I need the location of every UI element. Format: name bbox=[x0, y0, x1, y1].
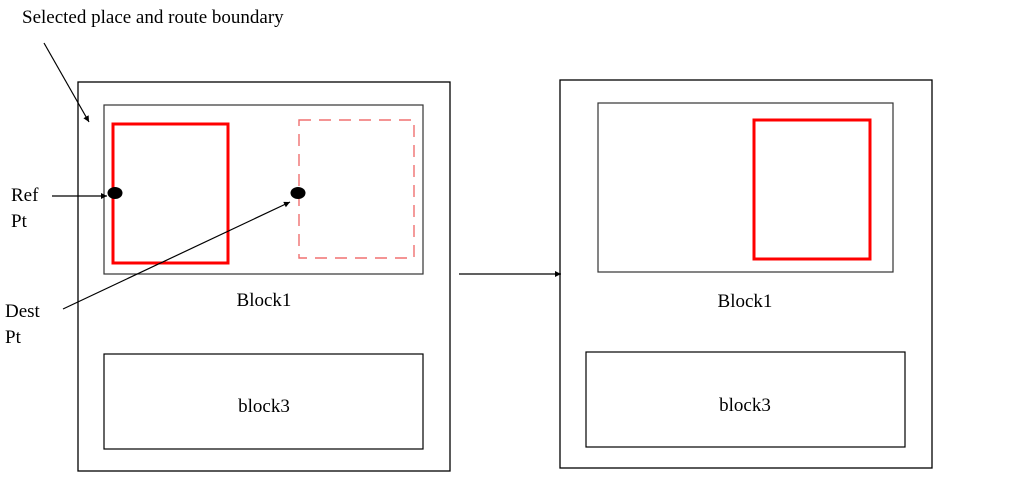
ref-pt-label-line2: Pt bbox=[11, 211, 28, 232]
block1-box-after[interactable] bbox=[597, 102, 894, 273]
block3-box-after[interactable] bbox=[585, 351, 906, 448]
place-route-boundary bbox=[77, 81, 451, 472]
after-panel: Block1 block3 bbox=[559, 79, 933, 469]
dest-point-dot[interactable] bbox=[290, 187, 306, 199]
block3-box[interactable] bbox=[103, 353, 424, 450]
instance-original[interactable] bbox=[111, 122, 230, 265]
before-panel: Block1 block3 bbox=[77, 81, 451, 472]
ref-point-dot[interactable] bbox=[107, 187, 123, 199]
block3-label: block3 bbox=[238, 396, 290, 417]
instance-destination-ghost bbox=[298, 119, 415, 259]
place-route-boundary-after bbox=[559, 79, 933, 469]
block3-label-after: block3 bbox=[719, 395, 771, 416]
dest-pt-label-line2: Pt bbox=[5, 327, 22, 348]
dest-pt-arrow bbox=[62, 201, 291, 310]
instance-moved[interactable] bbox=[752, 118, 872, 261]
block1-box[interactable] bbox=[103, 104, 424, 275]
boundary-pointer-arrow bbox=[43, 42, 90, 123]
dest-pt-label-line1: Dest bbox=[5, 301, 41, 322]
ref-pt-label-line1: Ref bbox=[11, 185, 39, 206]
block1-label-after: Block1 bbox=[718, 291, 773, 312]
block1-label: Block1 bbox=[237, 290, 292, 311]
boundary-annotation-label: Selected place and route boundary bbox=[22, 7, 284, 28]
